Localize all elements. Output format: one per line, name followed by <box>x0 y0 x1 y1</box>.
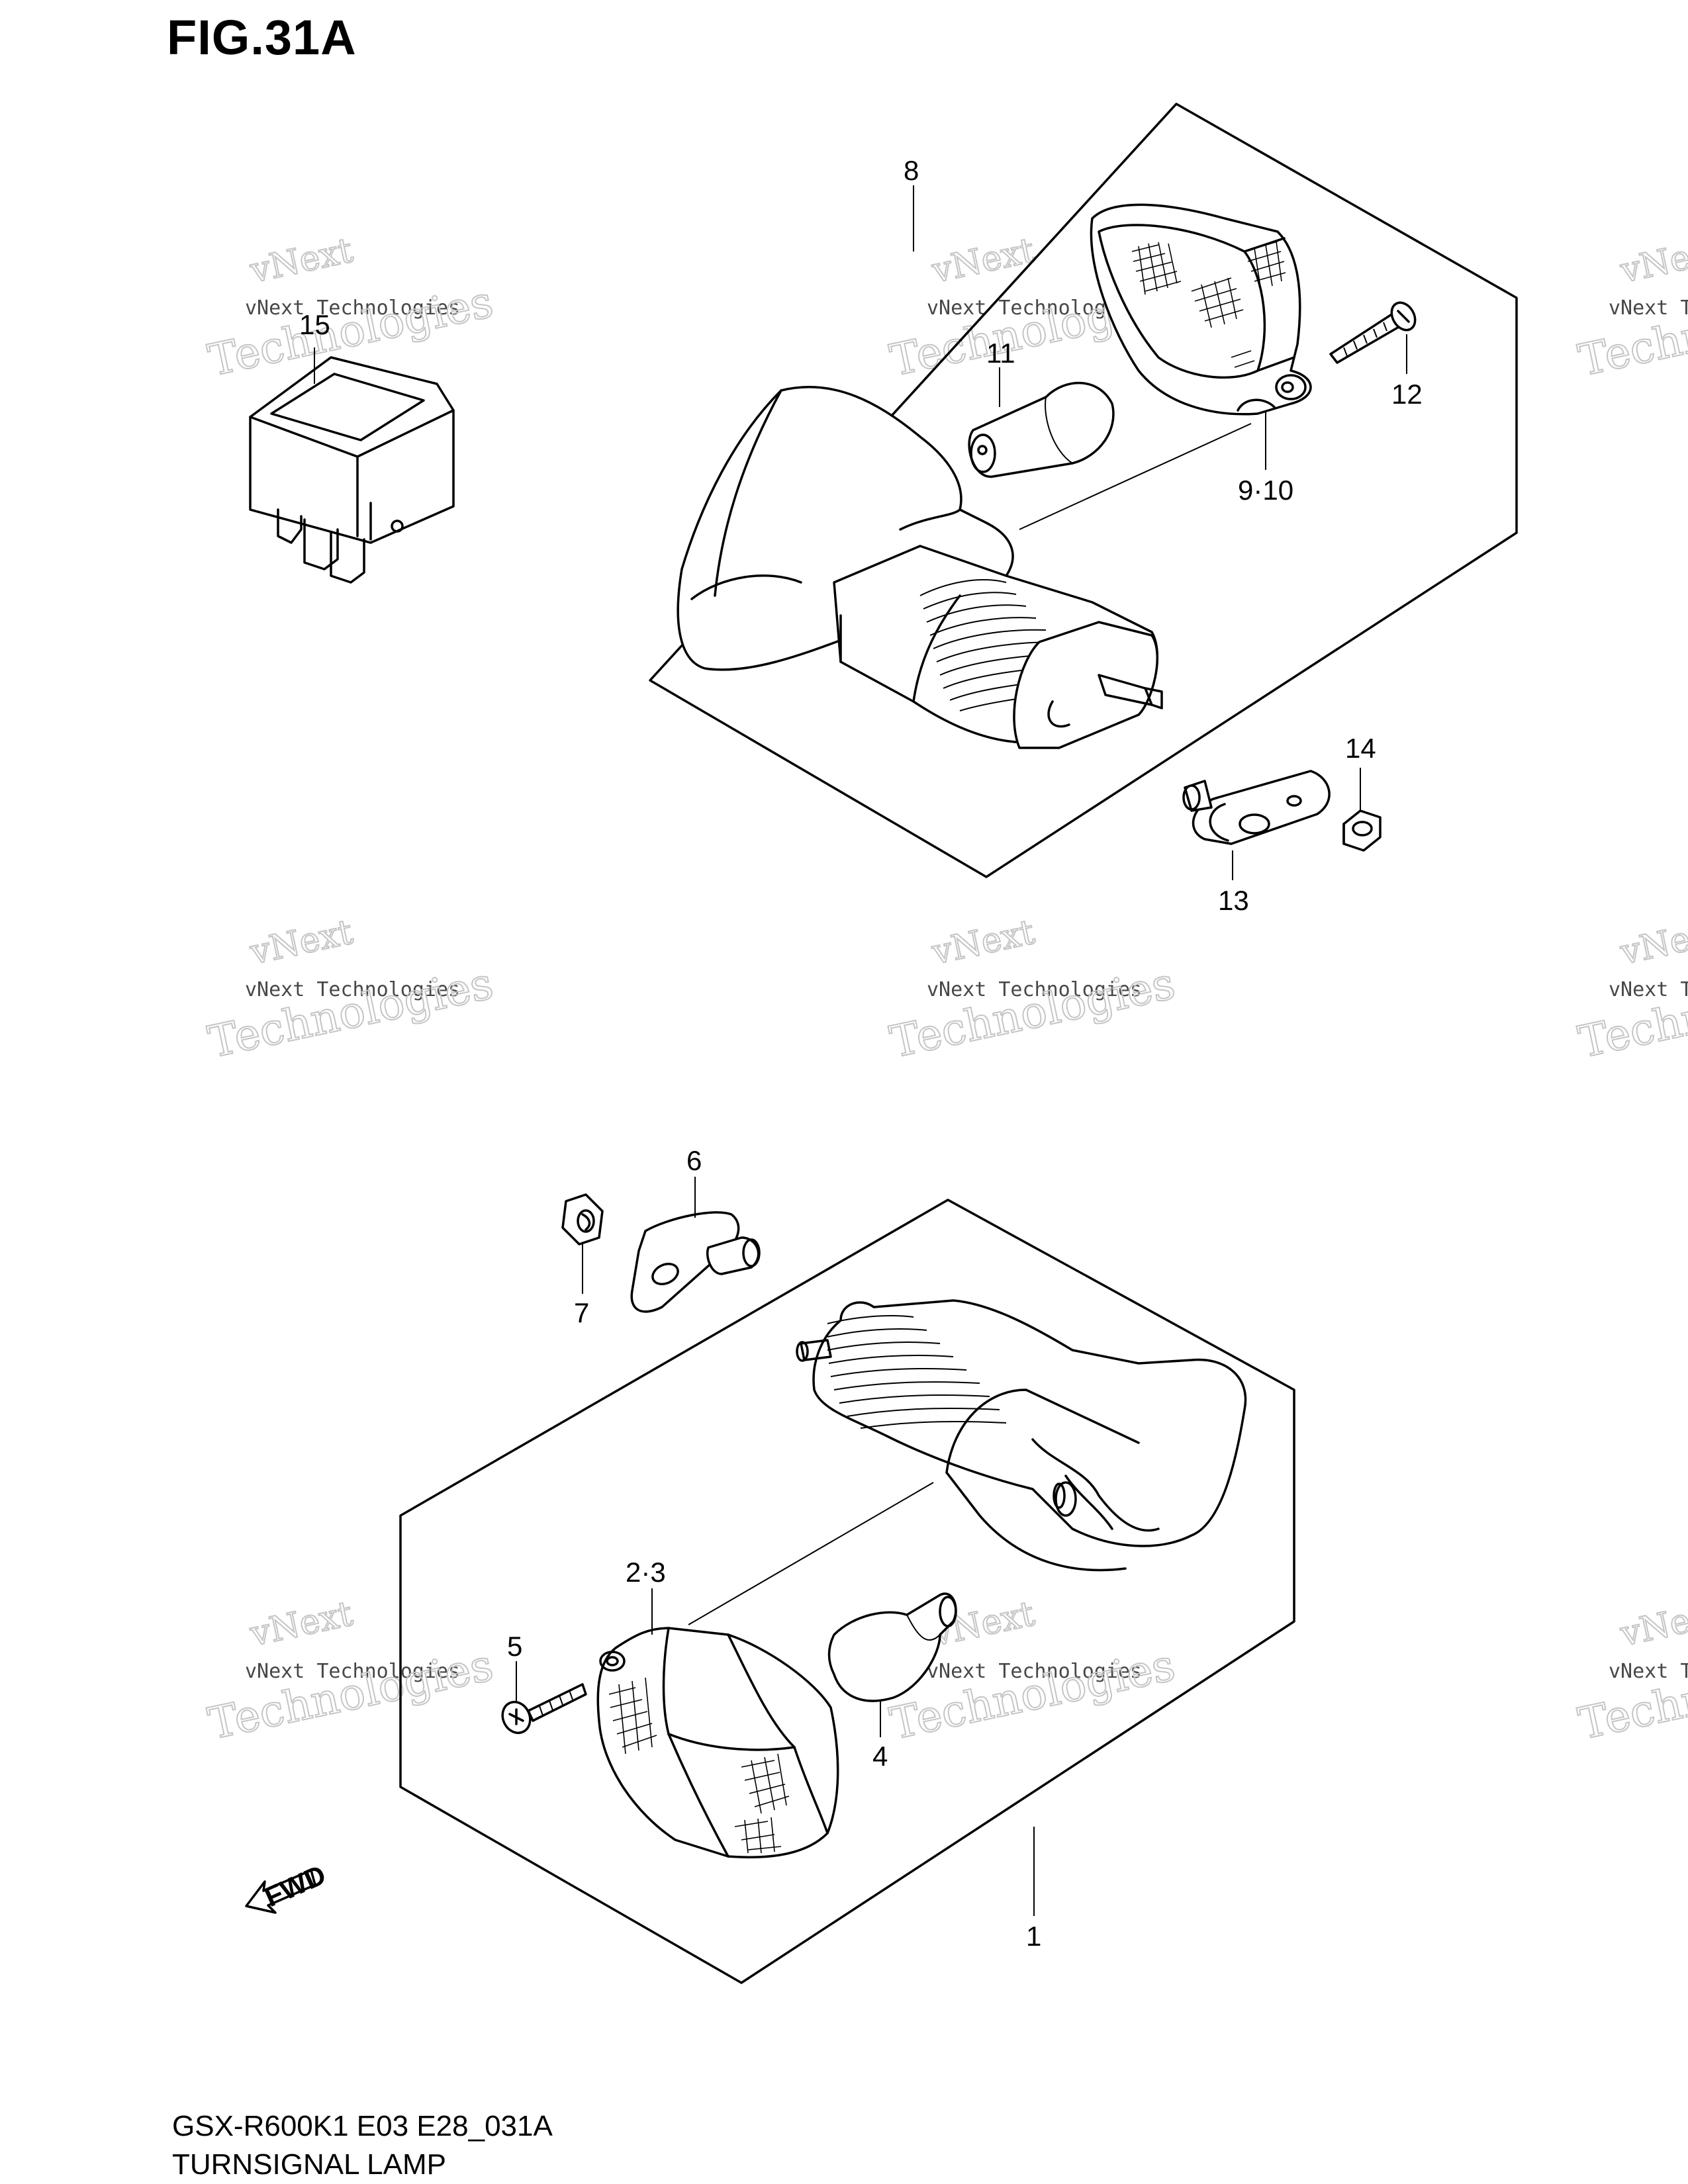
diagram-code: GSX-R600K1 E03 E28_031A <box>172 2110 553 2142</box>
callout-4: 4 <box>872 1741 888 1772</box>
watermark-mid: vNext Technologies <box>927 978 1142 1001</box>
watermark-top: vNext <box>1617 230 1688 291</box>
watermark-bottom: Technologies <box>1574 958 1688 1068</box>
diagram-name: TURNSIGNAL LAMP <box>172 2148 447 2181</box>
callout-14: 14 <box>1345 733 1376 764</box>
watermark-7: vNext vNext Technologies Technologies <box>203 1593 498 1750</box>
lens-part-2-3 <box>596 1627 839 1858</box>
nut-part-7 <box>561 1193 604 1246</box>
watermark-top: vNext <box>1617 1594 1688 1654</box>
watermark-bottom: Technologies <box>204 958 497 1068</box>
fwd-label: FWD <box>260 1858 330 1913</box>
lens-hatch <box>1131 241 1286 378</box>
lens-part-9-10 <box>1090 203 1312 416</box>
watermark-mid: vNext Technologies <box>927 1660 1142 1683</box>
watermark-mid: vNext Technologies <box>245 296 460 320</box>
watermark-3: vNext vNext Technologies Technologies <box>1573 230 1688 387</box>
bulb-part-11 <box>968 382 1115 478</box>
turnsignal-housing-upper <box>677 385 1163 749</box>
callout-2-3: 2·3 <box>626 1557 666 1588</box>
screw-part-5 <box>501 1683 587 1735</box>
watermark-mid: vNext Technologies <box>1609 1660 1688 1683</box>
watermark-mid: vNext Technologies <box>245 978 460 1001</box>
watermark-top: vNext <box>1617 912 1688 972</box>
watermark-top: vNext <box>246 912 356 972</box>
watermark-mid: vNext Technologies <box>1609 978 1688 1001</box>
callout-11: 11 <box>986 338 1015 369</box>
assembly-box-lower <box>399 1199 1295 1984</box>
axis-line-upper <box>1019 423 1252 530</box>
callout-15: 15 <box>299 309 330 340</box>
watermark-5: vNext vNext Technologies Technologies <box>885 911 1180 1068</box>
watermark-top: vNext <box>928 912 1038 972</box>
assembly-box-upper <box>649 103 1518 878</box>
axis-line-lower <box>688 1482 934 1625</box>
watermark-4: vNext vNext Technologies Technologies <box>203 911 498 1068</box>
watermark-mid: vNext Technologies <box>1609 296 1688 320</box>
watermark-bottom: Technologies <box>1574 1639 1688 1749</box>
relay-part-15 <box>249 356 455 584</box>
callout-8: 8 <box>904 155 919 186</box>
watermark-top: vNext <box>928 230 1038 291</box>
callout-5: 5 <box>507 1631 522 1662</box>
callout-7: 7 <box>574 1297 589 1328</box>
watermark-6: vNext vNext Technologies Technologies <box>1573 911 1688 1068</box>
bulb-part-4 <box>827 1592 957 1702</box>
nut-part-14 <box>1342 809 1382 852</box>
lens-hatch-lower <box>608 1677 790 1854</box>
watermark-top: vNext <box>246 230 356 291</box>
turnsignal-housing-lower <box>796 1299 1247 1572</box>
watermark-9: vNext vNext Technologies Technologies <box>1573 1593 1688 1750</box>
callout-6: 6 <box>686 1145 702 1176</box>
fwd-arrow-icon: FWD <box>245 1858 330 1914</box>
callout-9-10: 9·10 <box>1238 475 1293 506</box>
watermark-mid: vNext Technologies <box>245 1660 460 1683</box>
figure-title: FIG.31A <box>167 10 357 65</box>
screw-part-12 <box>1329 301 1417 364</box>
plate-part-13 <box>1182 770 1331 845</box>
plate-part-6 <box>630 1211 761 1313</box>
watermark-bottom: Technologies <box>886 958 1179 1068</box>
watermark-bottom: Technologies <box>1574 276 1688 386</box>
watermark-bottom: Technologies <box>204 1639 497 1749</box>
callout-1: 1 <box>1026 1921 1041 1952</box>
callout-13: 13 <box>1218 885 1249 916</box>
callout-12: 12 <box>1391 379 1423 410</box>
watermark-top: vNext <box>246 1594 356 1654</box>
